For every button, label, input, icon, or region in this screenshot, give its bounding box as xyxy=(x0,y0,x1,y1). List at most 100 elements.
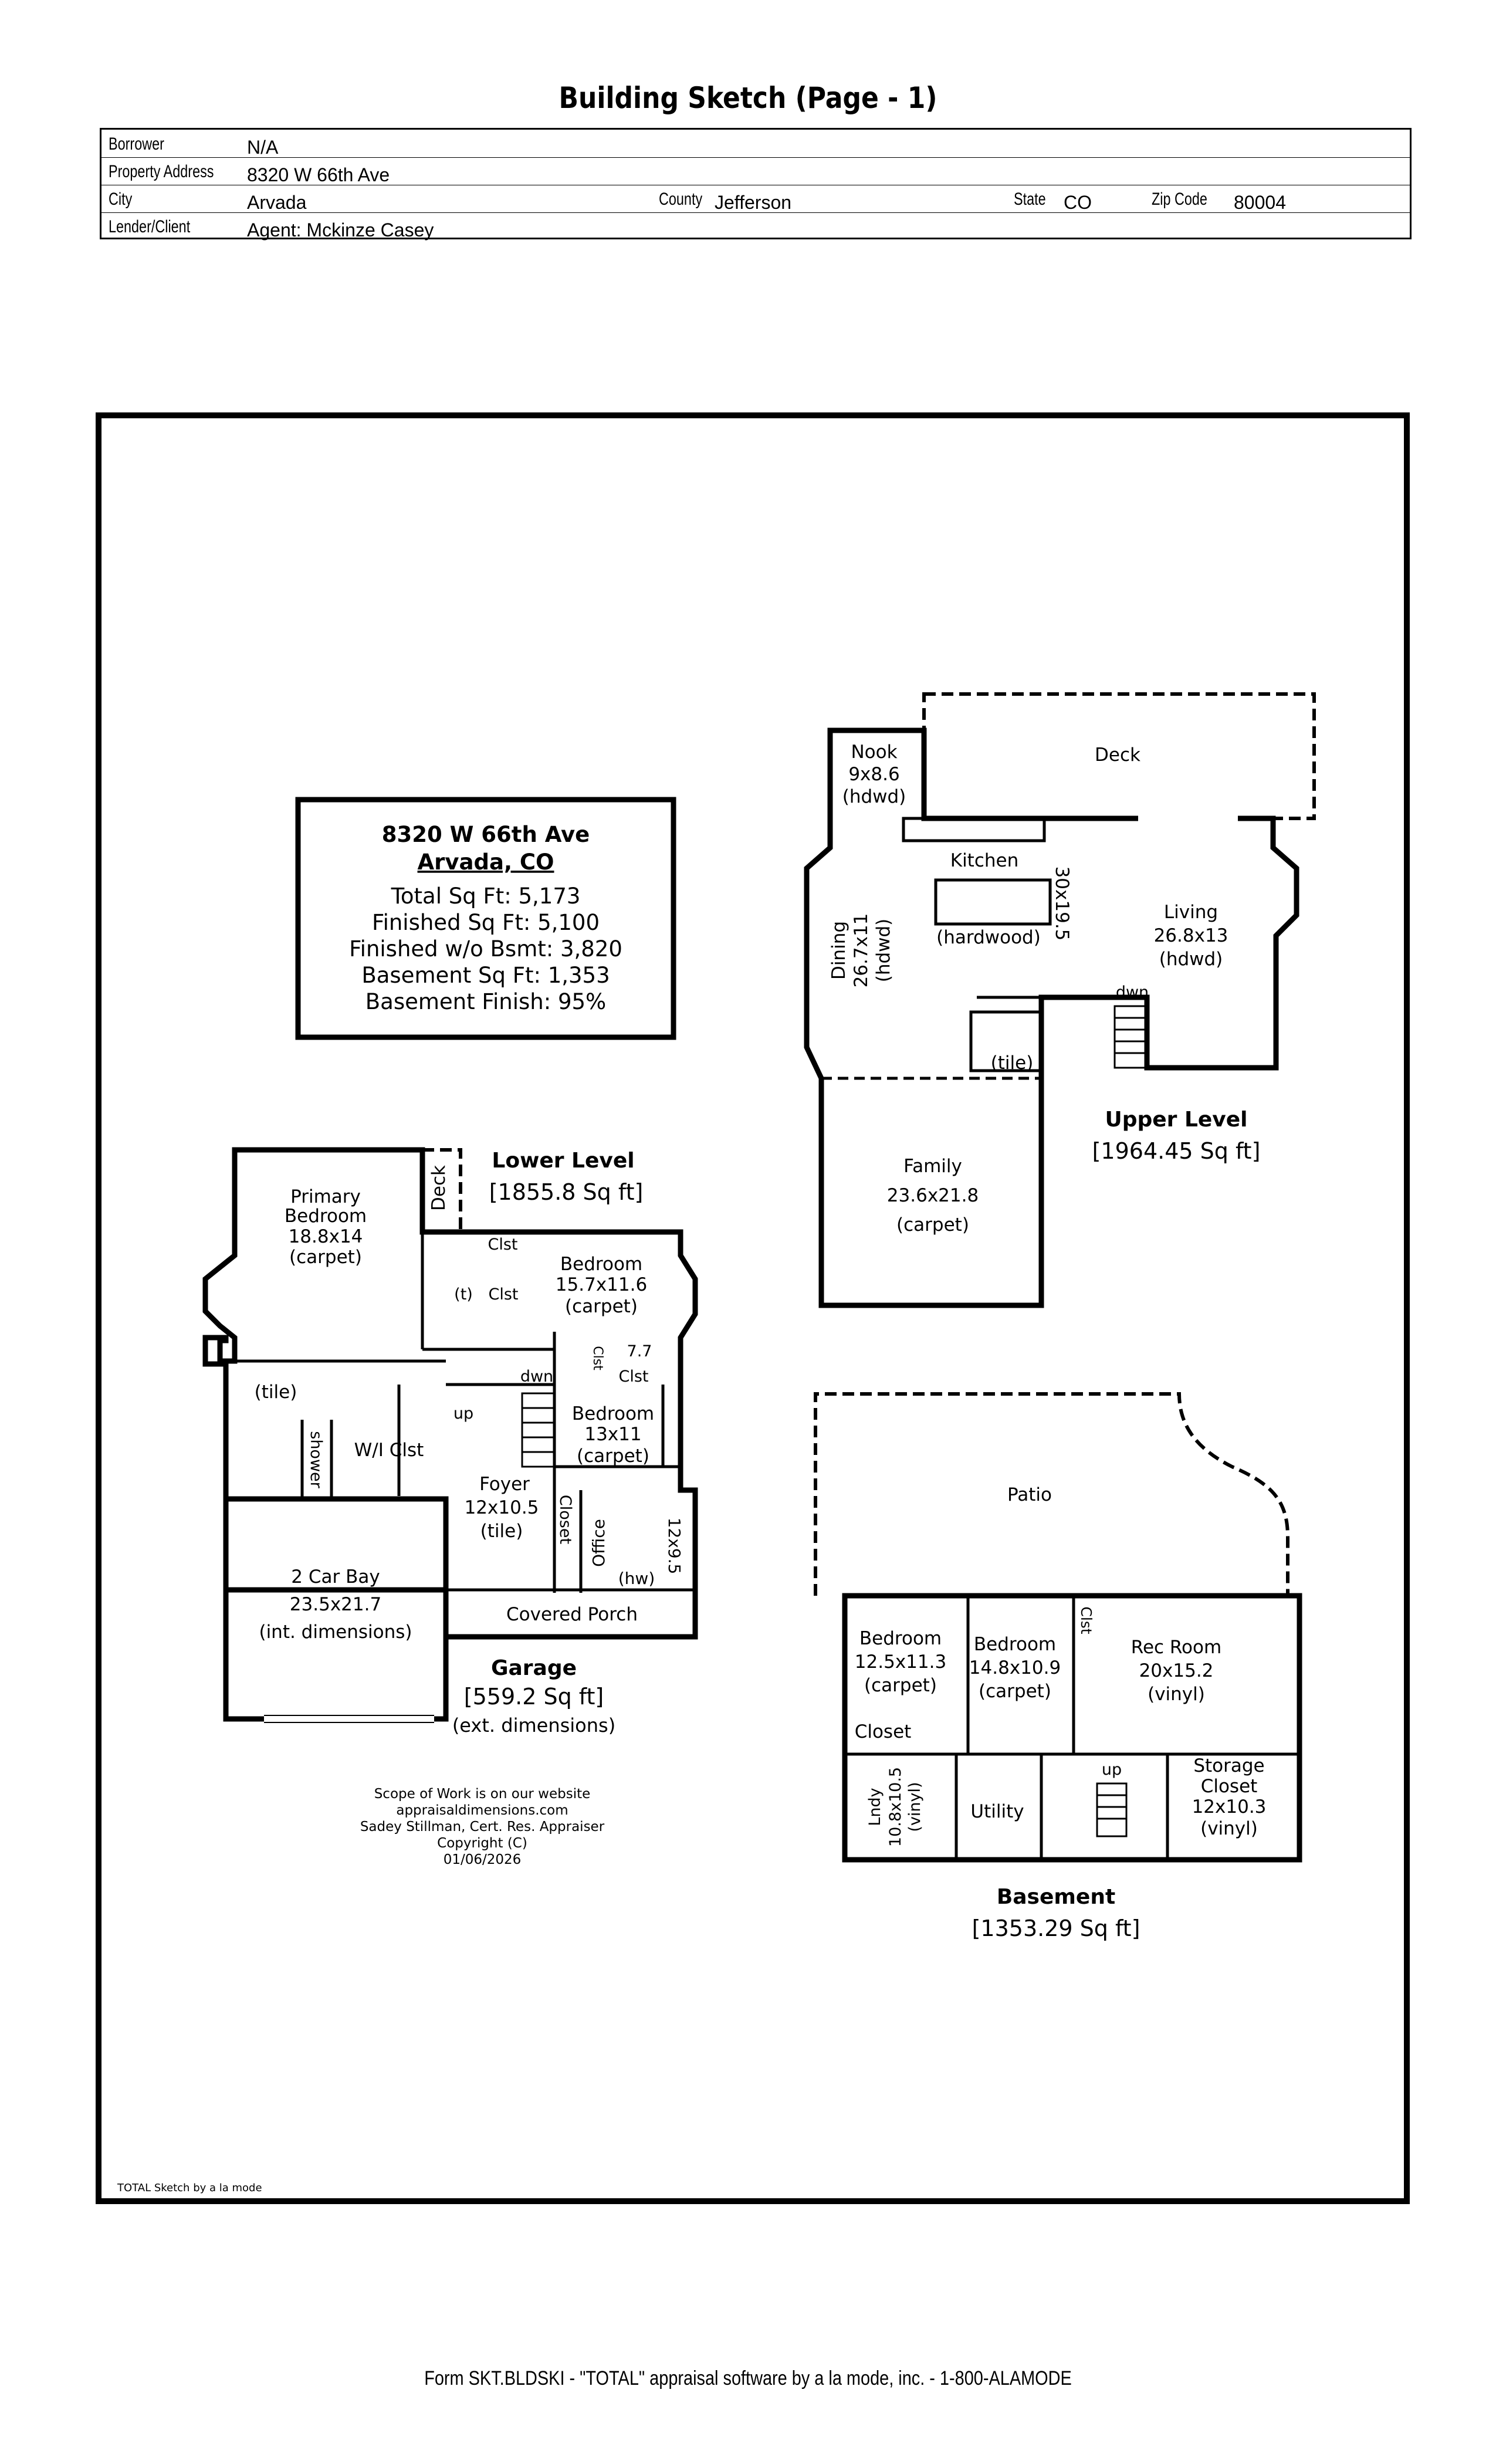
foyer-floor: (tile) xyxy=(480,1521,523,1542)
city-label: City xyxy=(109,189,133,209)
borrower-label: Borrower xyxy=(109,134,164,154)
city-row: City Arvada County Jefferson State CO Zi… xyxy=(101,185,1410,213)
bed2-dim: 13x11 xyxy=(584,1424,641,1445)
foyer-dim: 12x10.5 xyxy=(465,1497,539,1518)
city-value: Arvada xyxy=(247,192,307,213)
garage-note: (ext. dimensions) xyxy=(452,1714,615,1737)
clst-label-2: Clst xyxy=(488,1285,518,1304)
carbay-label: 2 Car Bay xyxy=(291,1566,380,1588)
page-title: Building Sketch (Page - 1) xyxy=(559,81,937,115)
primary-dim: 18.8x14 xyxy=(289,1226,363,1247)
summary-basement: Basement Sq Ft: 1,353 xyxy=(361,963,610,988)
state-label: State xyxy=(1014,189,1046,209)
summary-address: 8320 W 66th Ave xyxy=(382,822,590,847)
upper-bath-floor: (tile) xyxy=(991,1052,1034,1074)
address-value: 8320 W 66th Ave xyxy=(247,164,390,185)
bbed1-dim: 12.5x11.3 xyxy=(855,1651,946,1673)
primary-bath-floor: (tile) xyxy=(255,1382,297,1403)
address-label: Property Address xyxy=(109,162,214,181)
family-dim: 23.6x21.8 xyxy=(887,1185,979,1206)
bed1-dim: 15.7x11.6 xyxy=(556,1274,647,1295)
bbed1-label: Bedroom xyxy=(859,1628,942,1649)
lower-deck-label: Deck xyxy=(428,1165,449,1211)
bed1-label: Bedroom xyxy=(560,1254,642,1275)
primary-floor: (carpet) xyxy=(289,1247,362,1268)
garage-name: Garage xyxy=(491,1656,577,1680)
living-floor: (hdwd) xyxy=(1159,949,1223,970)
rec-label: Rec Room xyxy=(1131,1637,1221,1658)
address-row: Property Address 8320 W 66th Ave xyxy=(101,157,1410,185)
lender-value: Agent: Mckinze Casey xyxy=(247,219,434,241)
lower-level-name: Lower Level xyxy=(492,1149,634,1173)
lndy-floor: (vinyl) xyxy=(906,1782,924,1832)
kitchen-island xyxy=(934,878,1052,926)
rec-dim: 20x15.2 xyxy=(1139,1660,1214,1681)
county-label: County xyxy=(659,189,703,209)
upper-level-name: Upper Level xyxy=(1105,1108,1247,1132)
lower-stairs-up: up xyxy=(453,1404,473,1423)
closet-label: Closet xyxy=(556,1495,574,1544)
lender-label: Lender/Client xyxy=(109,217,191,236)
sketch-frame xyxy=(96,412,1410,2204)
nook-floor: (hdwd) xyxy=(842,786,906,807)
nook-dim: 9x8.6 xyxy=(848,764,899,785)
lender-row: Lender/Client Agent: Mckinze Casey xyxy=(101,212,1410,241)
upper-stairs-label: dwn xyxy=(1116,983,1149,1001)
clst-label-4: Clst xyxy=(590,1346,605,1370)
utility-label: Utility xyxy=(970,1801,1024,1822)
living-dim: 26.8x13 xyxy=(1154,925,1228,946)
patio-label: Patio xyxy=(1007,1484,1052,1505)
storage-dim: 12x10.3 xyxy=(1192,1796,1267,1817)
page-footer: Form SKT.BLDSKI - "TOTAL" appraisal soft… xyxy=(424,2367,1072,2389)
deck-outline xyxy=(922,692,1316,820)
zip-label: Zip Code xyxy=(1152,189,1207,209)
office-floor: (hw) xyxy=(618,1569,655,1588)
clst-label-3: Clst xyxy=(618,1368,648,1386)
family-floor: (carpet) xyxy=(896,1214,969,1236)
borrower-value: N/A xyxy=(247,137,279,158)
bed2-floor: (carpet) xyxy=(577,1446,649,1467)
bbed2-dim: 14.8x10.9 xyxy=(969,1657,1061,1678)
lower-level-area: [1855.8 Sq ft] xyxy=(489,1179,644,1205)
storage-floor: (vinyl) xyxy=(1200,1818,1258,1839)
dining-label: Dining xyxy=(828,921,849,980)
bed2-label: Bedroom xyxy=(572,1403,654,1424)
dining-floor: (hdwd) xyxy=(873,919,894,983)
basement-name: Basement xyxy=(997,1885,1115,1909)
summary-box xyxy=(295,797,676,1040)
nook-label: Nook xyxy=(851,742,897,763)
header-table: Borrower N/A Property Address 8320 W 66t… xyxy=(100,128,1412,241)
credit-line-1: Scope of Work is on our website xyxy=(374,1786,591,1802)
lower-stairs-down: dwn xyxy=(520,1368,553,1386)
bbed1-floor: (carpet) xyxy=(864,1675,937,1696)
office-dim: 12x9.5 xyxy=(665,1518,684,1575)
kitchen-dim: 30x19.5 xyxy=(1051,867,1072,941)
patio-outline xyxy=(814,1392,1289,1596)
basement-stairs-up: up xyxy=(1102,1761,1122,1779)
carbay-dim: 23.5x21.7 xyxy=(290,1594,381,1615)
bbed2-floor: (carpet) xyxy=(979,1681,1051,1702)
dim-77: 7.7 xyxy=(627,1342,652,1360)
foyer-label: Foyer xyxy=(479,1474,530,1495)
family-label: Family xyxy=(903,1156,962,1177)
rec-floor: (vinyl) xyxy=(1148,1684,1205,1705)
carbay-note: (int. dimensions) xyxy=(259,1622,412,1643)
porch-label: Covered Porch xyxy=(506,1604,638,1625)
county-value: Jefferson xyxy=(715,192,792,213)
primary-label-2: Bedroom xyxy=(285,1206,367,1227)
storage-label-1: Storage xyxy=(1193,1755,1264,1776)
credit-line-5: 01/06/2026 xyxy=(444,1852,522,1867)
summary-city: Arvada, CO xyxy=(418,849,554,875)
shower-label: shower xyxy=(307,1431,325,1488)
office-label: Office xyxy=(589,1519,608,1567)
bed1-floor: (carpet) xyxy=(565,1296,638,1317)
clst-label-1: Clst xyxy=(488,1236,517,1254)
primary-label-1: Primary xyxy=(290,1186,361,1207)
bath-t-label: (t) xyxy=(454,1285,473,1304)
zip-value: 80004 xyxy=(1234,192,1286,213)
wi-closet-label: W/I Clst xyxy=(354,1440,424,1461)
basement-clst-label: Clst xyxy=(1078,1606,1095,1634)
lndy-label: Lndy xyxy=(866,1788,884,1826)
basement-area: [1353.29 Sq ft] xyxy=(972,1915,1140,1941)
